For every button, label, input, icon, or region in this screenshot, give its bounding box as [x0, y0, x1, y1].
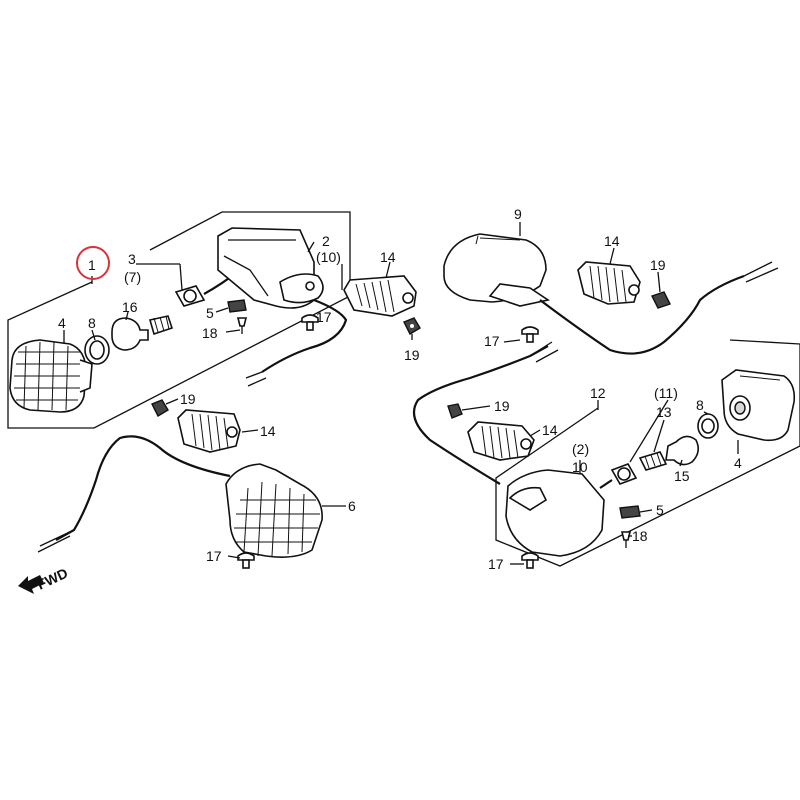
callout-17-right-upper[interactable]: 17 — [484, 333, 500, 349]
right-screw-17-upper[interactable] — [521, 326, 539, 343]
callout-17-left-lower[interactable]: 17 — [206, 548, 222, 564]
left-assembly-box — [7, 211, 351, 429]
right-nut-5[interactable] — [619, 505, 641, 519]
right-rear-housing[interactable] — [505, 469, 605, 557]
callout-12[interactable]: 12 — [590, 385, 606, 401]
right-front-lamp[interactable] — [443, 233, 551, 307]
right-front-wire — [539, 274, 745, 355]
callout-19-left-upper[interactable]: 19 — [404, 347, 420, 363]
right-socket-part[interactable] — [599, 463, 638, 489]
left-nut-19-upper[interactable] — [403, 317, 421, 335]
leader-lines — [63, 222, 739, 565]
fwd-arrow: FWD — [18, 565, 70, 594]
callout-15[interactable]: 15 — [674, 468, 690, 484]
callout-17-left-top[interactable]: 17 — [316, 309, 332, 325]
right-relay-upper[interactable] — [577, 261, 641, 305]
right-socket-spring[interactable] — [638, 451, 668, 471]
callout-19-right-upper[interactable]: 19 — [650, 257, 666, 273]
left-socket-spring[interactable] — [148, 315, 174, 336]
left-socket-part[interactable] — [174, 269, 241, 307]
left-bulb-part[interactable] — [111, 317, 149, 351]
right-relay-mid[interactable] — [467, 421, 535, 461]
right-nut-19-upper[interactable] — [651, 291, 671, 309]
callout-6[interactable]: 6 — [348, 498, 356, 514]
right-screw-18[interactable] — [620, 531, 632, 548]
left-nut-19-lower[interactable] — [151, 399, 169, 417]
callout-11-paren[interactable]: (11) — [654, 385, 678, 401]
callout-4-left[interactable]: 4 — [58, 315, 66, 331]
callout-10-paren[interactable]: (10) — [316, 249, 341, 265]
callout-5-left[interactable]: 5 — [206, 305, 214, 321]
right-gasket-part[interactable] — [697, 413, 719, 439]
left-gasket-part[interactable] — [84, 335, 110, 365]
callout-13[interactable]: 13 — [656, 404, 672, 420]
callout-5-right[interactable]: 5 — [656, 502, 664, 518]
fwd-label: FWD — [35, 565, 71, 593]
callout-4-right[interactable]: 4 — [734, 455, 742, 471]
left-lens-part[interactable] — [9, 339, 93, 413]
callout-3[interactable]: 3 — [128, 251, 136, 267]
highlight-circle — [76, 246, 110, 280]
callout-1[interactable]: 1 — [88, 257, 96, 273]
right-assembly-box — [495, 339, 800, 567]
callout-16[interactable]: 16 — [122, 299, 138, 315]
callout-8-left[interactable]: 8 — [88, 315, 96, 331]
right-bulb-part[interactable] — [665, 435, 700, 466]
left-relay-lower[interactable] — [177, 409, 241, 453]
left-screw-17-top[interactable] — [301, 314, 319, 331]
left-screw-17-lower[interactable] — [237, 552, 255, 569]
callout-14-left-lower[interactable]: 14 — [260, 423, 276, 439]
right-screw-17-lower[interactable] — [521, 552, 539, 569]
callout-14-right-upper[interactable]: 14 — [604, 233, 620, 249]
left-nut-5[interactable] — [227, 299, 247, 313]
right-lens-part[interactable] — [721, 369, 796, 442]
callout-19-right-mid[interactable]: 19 — [494, 398, 510, 414]
left-relay-upper[interactable] — [343, 275, 417, 317]
callout-17-right-lower[interactable]: 17 — [488, 556, 504, 572]
callout-2[interactable]: 2 — [322, 233, 330, 249]
left-front-housing[interactable] — [217, 227, 324, 309]
left-screw-18[interactable] — [236, 317, 248, 334]
callout-8-right[interactable]: 8 — [696, 397, 704, 413]
callout-14-right-mid[interactable]: 14 — [542, 422, 558, 438]
callout-19-left-lower[interactable]: 19 — [180, 391, 196, 407]
right-nut-19-mid[interactable] — [447, 403, 463, 419]
callout-labels: 1 3 (7) 8 16 4 5 18 2 (10) 17 14 19 19 1… — [58, 206, 742, 572]
callout-7-paren[interactable]: (7) — [124, 269, 141, 285]
callout-18-right[interactable]: 18 — [632, 528, 648, 544]
left-front-wire — [261, 298, 348, 373]
callout-10[interactable]: 10 — [572, 459, 588, 475]
right-rear-wire — [412, 345, 549, 485]
callout-9[interactable]: 9 — [514, 206, 522, 222]
callout-18-left[interactable]: 18 — [202, 325, 218, 341]
callout-14-left-upper[interactable]: 14 — [380, 249, 396, 265]
left-rear-lamp[interactable] — [37, 435, 323, 558]
callout-2-paren[interactable]: (2) — [572, 441, 589, 457]
